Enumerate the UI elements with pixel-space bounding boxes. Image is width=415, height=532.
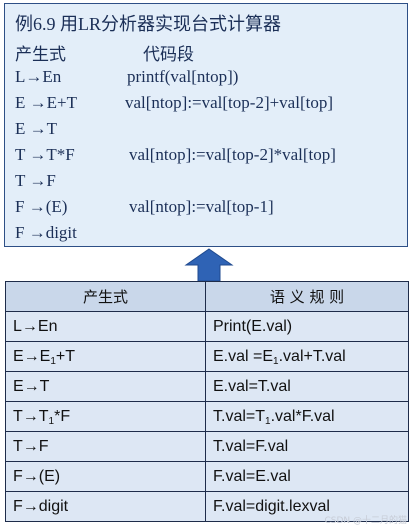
production-text: T→T	[13, 407, 49, 425]
example-production: F →digit	[15, 223, 77, 242]
subscript: 1	[273, 355, 279, 367]
example-title: 例6.9 用LR分析器实现台式计算器	[15, 14, 281, 34]
rule-cell: Print(E.val)	[205, 311, 409, 342]
header-production: 产生式	[15, 45, 66, 64]
production-cell: E→T	[5, 371, 206, 402]
rule-text: .val*F.val	[270, 407, 335, 425]
header-code: 代码段	[143, 45, 194, 64]
rule-cell: T.val=T1.val*F.val	[205, 401, 409, 432]
rule-text: .val+T.val	[278, 347, 346, 365]
example-production: E →E+T	[15, 93, 77, 112]
rule-text: E.val =E	[213, 347, 274, 365]
table-row: E→E1+T E.val =E1.val+T.val	[5, 341, 409, 372]
production-cell: E→E1+T	[5, 341, 206, 372]
production-cell: L→En	[5, 311, 206, 342]
subscript: 1	[50, 355, 56, 367]
production-cell: F→digit	[5, 491, 206, 522]
example-code: val[ntop]:=val[top-1]	[129, 197, 274, 216]
production-cell: T→F	[5, 431, 206, 462]
rule-cell: F.val=digit.lexval	[205, 491, 409, 522]
production-cell: F→(E)	[5, 461, 206, 492]
rule-cell: F.val=E.val	[205, 461, 409, 492]
rule-text: T.val=T	[213, 407, 266, 425]
example-production: E →T	[15, 119, 58, 138]
production-text: E→E	[13, 347, 51, 365]
example-box: 例6.9 用LR分析器实现台式计算器 产生式 代码段 L→En printf(v…	[4, 3, 408, 247]
example-production: F →(E)	[15, 197, 68, 216]
example-production: T →T*F	[15, 145, 75, 164]
semantic-rules-table: 产生式 语 义 规 则 L→En Print(E.val) E→E1+T E.v…	[5, 281, 409, 522]
table-row: L→En Print(E.val)	[5, 311, 409, 342]
rule-cell: E.val=T.val	[205, 371, 409, 402]
rule-cell: T.val=F.val	[205, 431, 409, 462]
example-code: val[ntop]:=val[top-2]+val[top]	[125, 93, 334, 112]
up-arrow-icon	[184, 248, 234, 282]
column-header-production: 产生式	[5, 281, 206, 312]
table-row: T→F T.val=F.val	[5, 431, 409, 462]
table-header-row: 产生式 语 义 规 则	[5, 281, 409, 312]
rule-cell: E.val =E1.val+T.val	[205, 341, 409, 372]
table-row: E→T E.val=T.val	[5, 371, 409, 402]
production-text: +T	[55, 347, 76, 365]
subscript: 1	[265, 415, 271, 427]
production-text: *F	[54, 407, 71, 425]
example-code: printf(val[ntop])	[127, 67, 239, 86]
table-row: F→digit F.val=digit.lexval	[5, 491, 409, 522]
watermark: CSDN @十二月的猫	[324, 516, 407, 526]
table-row: T→T1*F T.val=T1.val*F.val	[5, 401, 409, 432]
column-header-rule: 语 义 规 则	[205, 281, 409, 312]
production-cell: T→T1*F	[5, 401, 206, 432]
table-row: F→(E) F.val=E.val	[5, 461, 409, 492]
example-code: val[ntop]:=val[top-2]*val[top]	[129, 145, 336, 164]
subscript: 1	[48, 415, 55, 427]
example-production: T →F	[15, 171, 56, 190]
example-production: L→En	[15, 67, 62, 86]
